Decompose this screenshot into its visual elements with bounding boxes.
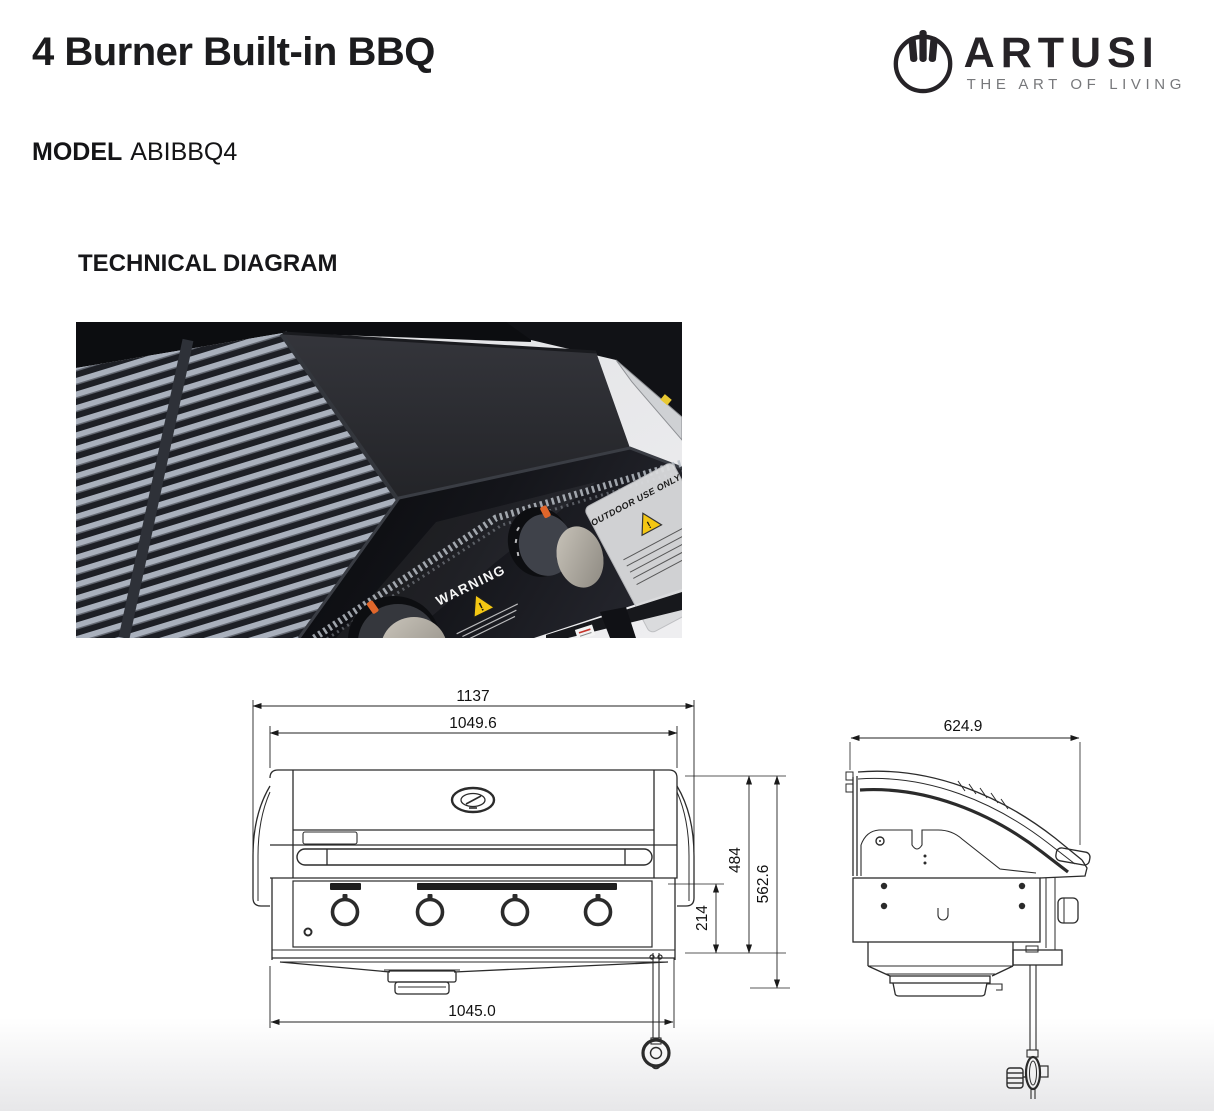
brand-logo: ARTUSI THE ART OF LIVING: [890, 26, 1186, 94]
hood-hinge-rail: [615, 359, 682, 441]
burner-knob-right: [507, 505, 604, 588]
side-knob: [1057, 897, 1079, 924]
front-view-dimension-labels: 1137 1049.6 1045.0 214 484 562.6: [448, 688, 772, 1020]
warning-triangle-icon: [472, 593, 496, 619]
stand-legs: [546, 592, 682, 638]
brand-logo-icon: [893, 29, 953, 94]
side-keyhole: [937, 908, 949, 921]
knob-indicator-right: [540, 505, 551, 519]
front-knob-4: [583, 897, 613, 927]
front-control-panel: [292, 880, 653, 948]
leg-sticker: [574, 624, 596, 638]
front-view-dimensions: [252, 700, 790, 1028]
svg-text:!: !: [476, 600, 486, 614]
side-bracket: [860, 829, 1037, 876]
hinge-warning-sticker: [660, 394, 672, 406]
technical-diagram: 1137 1049.6 1045.0 214 484 562.6: [0, 660, 1214, 1111]
front-knob-3: [500, 897, 530, 927]
hood-hinge-ticks: [957, 780, 1009, 810]
front-drip-tray: [279, 961, 669, 995]
front-knob-1: [330, 897, 360, 927]
product-photo-image: WARNING ! OUTDOOR USE ONLY !: [76, 322, 682, 638]
front-knob-2: [415, 897, 445, 927]
front-gas-line: [641, 953, 671, 1070]
model-label: MODEL: [32, 138, 123, 166]
dim-base-width: 1045.0: [448, 1003, 496, 1020]
knob-dial-marks: [514, 526, 520, 557]
regulator-knob: [1006, 1067, 1026, 1089]
hood-corner: [506, 322, 682, 417]
side-handle: [1055, 847, 1091, 866]
brand-tagline: THE ART OF LIVING: [966, 76, 1186, 93]
product-photo: WARNING ! OUTDOOR USE ONLY !: [76, 322, 682, 638]
vent-strip-long: [417, 883, 617, 890]
dim-overall-height: 562.6: [755, 865, 772, 904]
page-title: 4 Burner Built-in BBQ: [32, 30, 435, 74]
section-heading: TECHNICAL DIAGRAM: [78, 250, 338, 277]
tray-hook: [987, 983, 1003, 991]
svg-text:!: !: [645, 520, 653, 531]
outdoor-fine-print: [623, 522, 682, 586]
grate-divider-rail: [118, 338, 194, 638]
page-bottom-fade: [0, 1018, 1214, 1111]
side-body: [852, 877, 1079, 967]
side-drip-tray: [867, 965, 1014, 997]
hood-side-trims: [252, 785, 695, 907]
side-gas-line: [1006, 945, 1049, 1099]
outdoor-triangle-icon: [641, 512, 663, 537]
brand-name: ARTUSI: [963, 29, 1160, 77]
front-hood: [252, 769, 695, 907]
vent-strip-short: [330, 883, 361, 890]
front-knob-tabs: [342, 894, 601, 900]
dim-overall-width: 1137: [456, 688, 489, 705]
logo-bars: [908, 29, 938, 63]
igniter-button: [303, 927, 313, 937]
side-regulator: [1024, 1055, 1042, 1091]
hood-badge: [302, 831, 358, 845]
side-view-dimensions: [849, 734, 1081, 845]
burner-knob-left: [348, 596, 446, 638]
side-view: [845, 770, 1091, 1099]
checkered-trim-strip: [312, 459, 682, 638]
front-view: [252, 769, 695, 1070]
front-knobs: [330, 897, 613, 927]
gas-regulator: [641, 1038, 671, 1068]
hood-handle: [296, 848, 653, 866]
side-hood: [845, 770, 1091, 879]
dim-body-height: 484: [727, 847, 744, 873]
dim-inner-width: 1049.6: [449, 715, 496, 732]
technical-diagram-drawing: 1137 1049.6 1045.0 214 484 562.6: [252, 688, 1091, 1099]
hood-interior: [76, 322, 531, 368]
model-value: ABIBBQ4: [130, 138, 238, 166]
knob-indicator-left: [366, 600, 379, 614]
dim-depth: 624.9: [944, 718, 983, 735]
side-body-bolts: [880, 882, 1026, 910]
warning-fine-print: [456, 603, 519, 638]
front-body: [271, 878, 676, 1070]
dim-panel-height: 214: [694, 905, 711, 931]
hood-thermometer: [450, 786, 496, 814]
